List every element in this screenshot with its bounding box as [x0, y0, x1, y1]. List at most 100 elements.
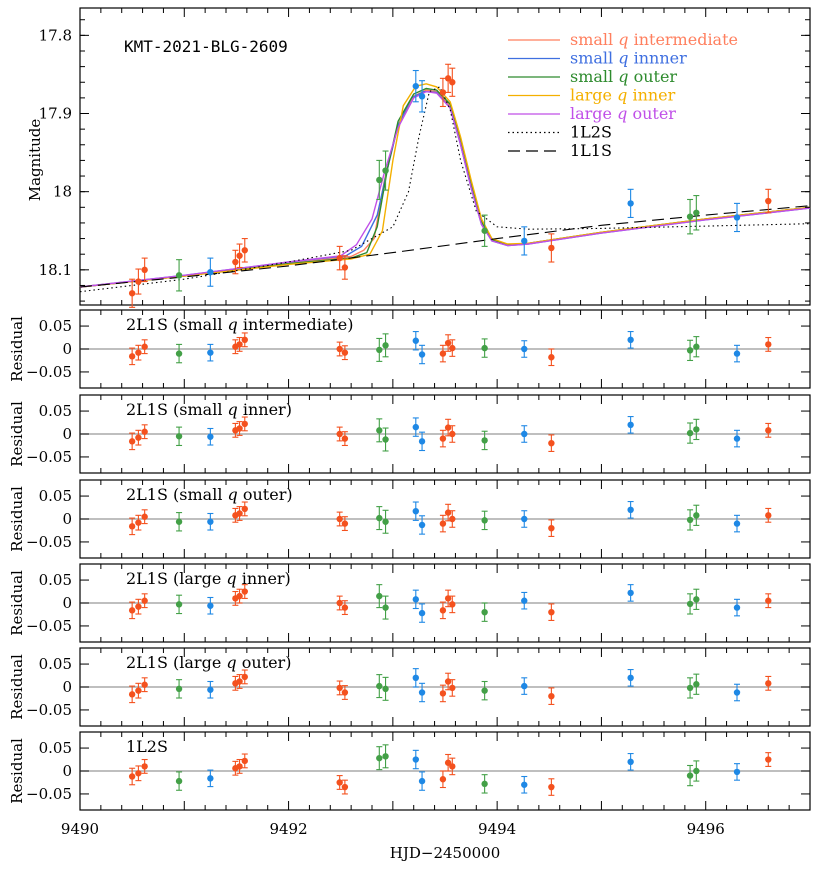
- residual-point: [765, 512, 772, 519]
- residual-tick-label: 0.05: [39, 317, 72, 335]
- data-point-0: [128, 290, 136, 297]
- residual-point: [412, 674, 419, 682]
- residual-point: [376, 346, 383, 354]
- data-point-6: [236, 252, 243, 259]
- residual-point: [765, 756, 772, 763]
- legend-label-suffix: outer: [627, 104, 676, 123]
- legend-label-prefix: small: [570, 49, 618, 68]
- residual-point: [733, 435, 741, 442]
- residual-point: [135, 519, 142, 526]
- residual-point: [135, 603, 142, 610]
- residual-point: [382, 604, 389, 611]
- residual-tick-label: 0: [62, 762, 72, 780]
- residual-point: [765, 427, 772, 434]
- y-tick-label-2: 18: [53, 183, 72, 201]
- residual-point: [241, 420, 248, 428]
- x-tick-label-3: 9496: [687, 820, 725, 838]
- residual-point: [521, 597, 528, 604]
- residual-point: [693, 343, 700, 350]
- residual-point: [341, 435, 349, 442]
- residual-tick-label: 0.05: [39, 739, 72, 757]
- residual-point: [627, 674, 634, 682]
- residual-point: [341, 689, 349, 696]
- data-point-9: [341, 264, 349, 271]
- residual-point: [444, 595, 452, 602]
- residual-point: [439, 690, 447, 697]
- residual-point: [439, 607, 447, 614]
- residual-point: [135, 687, 142, 694]
- residual-point: [439, 350, 447, 357]
- residual-panel-label: 2L1S (large q outer): [126, 653, 291, 672]
- residual-point: [418, 689, 426, 696]
- residual-point: [439, 776, 447, 783]
- y-tick-label-1: 17.9: [39, 105, 72, 123]
- residual-point: [548, 354, 555, 361]
- residual-point: [765, 597, 772, 604]
- residual-point: [449, 515, 456, 523]
- residual-point: [481, 437, 488, 444]
- residual-point: [135, 349, 142, 356]
- residual-point: [376, 682, 383, 690]
- residual-point: [128, 607, 136, 614]
- residual-tick-label: 0.05: [39, 571, 72, 589]
- residual-tick-label: 0: [62, 510, 72, 528]
- legend-label-q: q: [618, 67, 628, 86]
- panel-label-suffix: outer): [237, 653, 292, 672]
- residual-point: [236, 510, 243, 517]
- residual-point: [548, 524, 555, 532]
- residual-tick-label: 0: [62, 594, 72, 612]
- residual-point: [141, 763, 148, 770]
- residual-point: [376, 427, 383, 434]
- legend-label-prefix: large: [570, 86, 617, 105]
- legend-label-prefix: small: [570, 30, 618, 49]
- data-point-7: [241, 247, 248, 254]
- residual-point: [693, 426, 700, 433]
- residual-tick-label: −0.05: [26, 701, 72, 719]
- residual-point: [412, 423, 419, 431]
- residual-point: [376, 514, 383, 522]
- residual-point: [412, 337, 419, 344]
- residual-point: [481, 344, 488, 352]
- legend-label-q: q: [618, 49, 628, 68]
- legend-label-suffix: outer: [629, 67, 678, 86]
- residual-tick-label: −0.05: [26, 363, 72, 381]
- residual-point: [627, 589, 634, 597]
- model-curve-0: [79, 89, 811, 288]
- residual-point: [128, 438, 136, 445]
- residual-point: [733, 604, 741, 611]
- residual-point: [418, 438, 426, 445]
- legend-label-3: large q inner: [570, 86, 676, 105]
- panel-label-prefix: 2L1S (small: [126, 400, 228, 419]
- residual-point: [207, 518, 214, 525]
- residual-y-axis-label: Residual: [8, 316, 26, 382]
- residual-point: [548, 439, 555, 447]
- residual-point: [412, 756, 419, 763]
- data-point-2: [141, 266, 148, 274]
- residual-point: [686, 772, 694, 779]
- residual-point: [236, 341, 243, 348]
- residual-point: [418, 521, 426, 529]
- residual-point: [135, 434, 142, 441]
- x-axis-label: HJD−2450000: [390, 844, 501, 862]
- residual-point: [627, 758, 634, 766]
- residual-point: [382, 342, 389, 349]
- residual-point: [693, 512, 700, 519]
- residual-point: [439, 520, 447, 527]
- data-point-23: [733, 214, 741, 221]
- residual-point: [341, 349, 349, 356]
- model-curve-3: [79, 83, 811, 288]
- residual-point: [686, 600, 694, 608]
- residual-point: [412, 596, 419, 603]
- residual-point: [418, 609, 426, 617]
- main-panel-frame: [79, 7, 811, 306]
- residual-point: [175, 518, 183, 525]
- model-curve-5: [79, 86, 811, 293]
- residual-point: [627, 506, 634, 514]
